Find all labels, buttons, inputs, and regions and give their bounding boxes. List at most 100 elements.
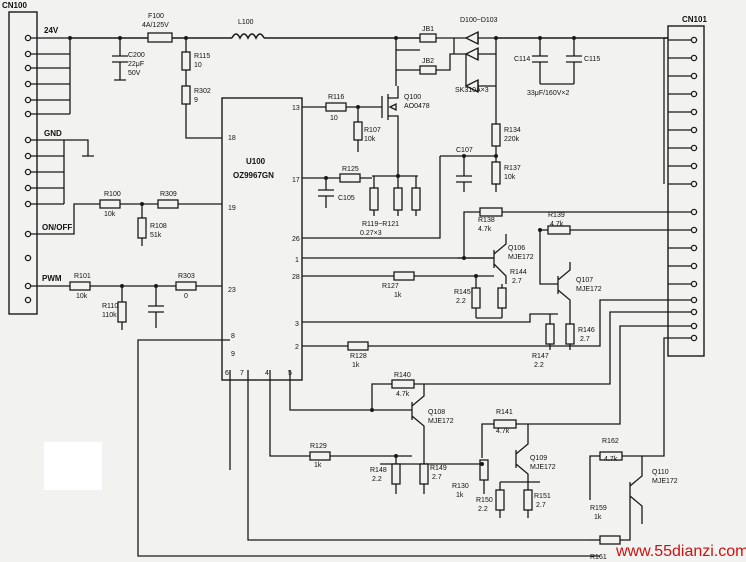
blank-patch [44, 442, 102, 490]
feedback-section: R134 220k R137 10k C107 [302, 86, 521, 239]
q108-q109-section: R128 1k R140 4.7k Q108 MJE172 R129 1k R1… [269, 299, 668, 518]
r141-ref: R141 [496, 409, 513, 416]
pin-17: 17 [292, 177, 300, 184]
r115-value: 10 [194, 62, 202, 69]
pin-2: 2 [295, 344, 299, 351]
r150-value: 2.2 [478, 506, 488, 513]
r138-ref: R138 [478, 217, 495, 224]
r128-value: 1k [352, 362, 360, 369]
r107-value: 10k [364, 136, 376, 143]
watermark: www.55dianzi.com [615, 543, 746, 560]
r130-value: 1k [456, 492, 464, 499]
pin-6: 6 [225, 370, 229, 377]
r146-ref: R146 [578, 327, 595, 334]
r140-ref: R140 [394, 372, 411, 379]
r101-ref: R101 [74, 273, 91, 280]
cn100-label: CN100 [2, 1, 27, 10]
net-24v-label: 24V [44, 26, 59, 35]
r159-value: 1k [594, 514, 602, 521]
r140-value: 4.7k [396, 391, 410, 398]
c115-label: C115 [584, 56, 600, 63]
connector-cn100: CN100 24V GND ON/OFF PWM [2, 1, 94, 315]
mosfet-section: R116 10 R107 10k Q100 AO0478 R119~R121 0… [302, 70, 430, 237]
q100-ref: Q100 [404, 94, 421, 101]
r101-value: 10k [76, 293, 88, 300]
c200-value-1: 22μF [128, 61, 144, 68]
power-input-section: F100 4A/125V L100 C200 22μF 50V R115 10 … [70, 13, 420, 139]
pin-28: 28 [292, 274, 300, 281]
r138-value: 4.7k [478, 226, 492, 233]
pin-8: 8 [231, 333, 235, 340]
r144-value: 2.7 [512, 278, 522, 285]
r303-ref: R303 [178, 273, 195, 280]
r134-ref: R134 [504, 127, 521, 134]
jb2-label: JB2 [422, 58, 434, 65]
input-section: R100 10k R309 R108 51k R101 10k R303 0 R… [31, 191, 222, 330]
r141-value: 4.7k [496, 428, 510, 435]
pin-23: 23 [228, 287, 236, 294]
r145-ref: R145 [454, 289, 471, 296]
r119-ref: R119~R121 [362, 221, 399, 228]
sk310-label: SK310A×3 [455, 87, 489, 94]
junction-dots [68, 36, 576, 466]
pin-3: 3 [295, 321, 299, 328]
r110-ref: R110 [102, 303, 118, 310]
pin-19: 19 [228, 205, 236, 212]
f100-ref: F100 [148, 13, 164, 20]
connector-cn101: CN101 [663, 15, 707, 357]
r108-value: 51k [150, 232, 162, 239]
net-pwm-label: PWM [42, 274, 62, 283]
r129-ref: R129 [310, 443, 327, 450]
r146-value: 2.7 [580, 336, 590, 343]
cn101-label: CN101 [682, 15, 707, 24]
q107-ref: Q107 [576, 277, 593, 284]
q109-value: MJE172 [530, 464, 556, 471]
pin-9: 9 [231, 351, 235, 358]
r302-value: 9 [194, 97, 198, 104]
cn101-pin-circles [690, 36, 698, 342]
r116-value: 10 [330, 115, 338, 122]
ic-part: OZ9967GN [233, 171, 274, 180]
diode-section: JB1 JB2 D100~D103 SK310A×3 C114 C115 33μ… [395, 17, 668, 97]
r119-value: 0.27×3 [360, 230, 382, 237]
q110-value: MJE172 [652, 478, 678, 485]
q107-value: MJE172 [576, 286, 602, 293]
ic-u100: U100 OZ9967GN 13 18 17 19 26 1 28 23 3 8… [221, 97, 303, 381]
r147-value: 2.2 [534, 362, 544, 369]
q100-value: AO0478 [404, 103, 430, 110]
r309-ref: R309 [160, 191, 177, 198]
l100-ref: L100 [238, 19, 254, 26]
pin-26: 26 [292, 236, 300, 243]
r134-value: 220k [504, 136, 520, 143]
cn100-pin-circles [24, 34, 32, 304]
r128-ref: R128 [350, 353, 367, 360]
r116-ref: R116 [328, 94, 344, 101]
r137-value: 10k [504, 174, 516, 181]
q106-ref: Q106 [508, 245, 525, 252]
r302-ref: R302 [194, 88, 211, 95]
pin-1: 1 [295, 257, 299, 264]
q110-ref: Q110 [652, 469, 669, 476]
q108-value: MJE172 [428, 418, 454, 425]
c200-value-2: 50V [128, 70, 141, 77]
jb1-label: JB1 [422, 26, 434, 33]
r125-ref: R125 [342, 166, 359, 173]
r100-ref: R100 [104, 191, 121, 198]
r130-ref: R130 [452, 483, 469, 490]
d100-label: D100~D103 [460, 17, 498, 24]
r127-ref: R127 [382, 283, 399, 290]
q106-value: MJE172 [508, 254, 534, 261]
inductor-l100 [231, 33, 265, 40]
r151-ref: R151 [534, 493, 551, 500]
fuse-f100 [147, 32, 173, 43]
r110-value: 110k [102, 312, 117, 319]
r303-value: 0 [184, 293, 188, 300]
r150-ref: R150 [476, 497, 493, 504]
r149-ref: R149 [430, 465, 447, 472]
r139-ref: R139 [548, 212, 565, 219]
c105-label: C105 [338, 195, 355, 202]
r129-value: 1k [314, 462, 322, 469]
r144-ref: R144 [510, 269, 527, 276]
r107-ref: R107 [364, 127, 381, 134]
